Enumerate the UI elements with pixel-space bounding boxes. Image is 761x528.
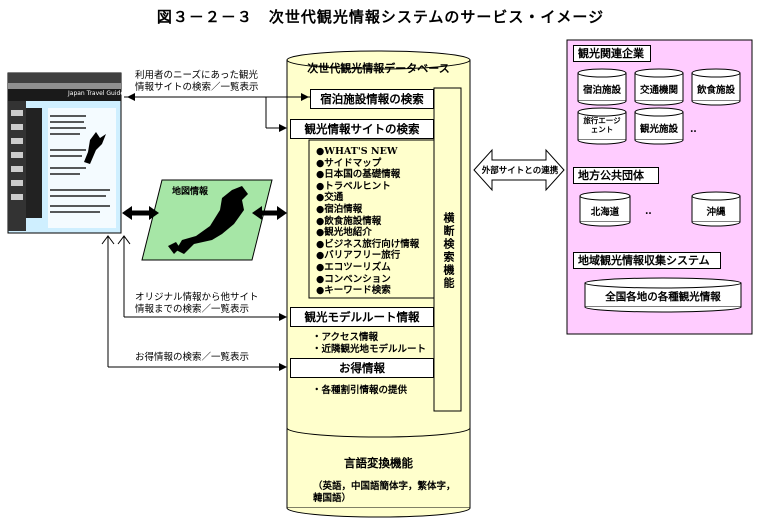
database-title: 次世代観光情報データベース xyxy=(307,62,450,75)
list-item: ・アクセス情報 xyxy=(312,332,379,343)
map-image xyxy=(141,179,273,261)
list-item: ●日本国の基礎情報 xyxy=(316,169,401,181)
local-gov-okinawa: 沖縄 xyxy=(706,207,726,218)
route-items: ・アクセス情報 ・近隣観光地モデルルート xyxy=(312,332,426,356)
local-gov-etc: ‥ xyxy=(645,206,652,217)
list-item: ●エコツーリズム xyxy=(316,261,391,273)
map-arrows xyxy=(122,206,287,220)
collection-db: 全国各地の各種観光情報 xyxy=(605,291,721,303)
note-deals-search: お得情報の検索／一覧表示 xyxy=(135,352,250,363)
lodging-search-box: 宿泊施設情報の検索 xyxy=(310,89,434,109)
site-items-panel xyxy=(308,139,435,299)
site-items-list: ●WHAT'S NEW ●サイドマップ ●日本国の基礎情報 ●トラベルヒント ●… xyxy=(316,146,419,297)
list-item: ●ビジネス旅行向け情報 xyxy=(316,238,420,250)
cross-search-label: 横断検索機能 xyxy=(442,212,455,290)
list-item: ●飲食施設情報 xyxy=(316,215,382,227)
company-lodging: 宿泊施設 xyxy=(582,85,621,96)
company-attractions: 観光施設 xyxy=(639,124,678,135)
language-function: 言語変換機能 xyxy=(344,456,413,470)
language-note: （英語，中国語簡体字，繁体字，韓国語） xyxy=(313,481,456,504)
external-link-label: 外部サイトとの連携 xyxy=(481,166,559,176)
site-search-box: 観光情報サイトの検索 xyxy=(290,119,434,139)
list-item: ●交通 xyxy=(316,192,344,204)
list-item: ●キーワード検索 xyxy=(316,285,391,297)
local-gov-hokkaido: 北海道 xyxy=(590,207,620,218)
note-needs-search: 利用者のニーズにあった観光情報サイトの検索／一覧表示 xyxy=(135,70,259,93)
model-route-box: 観光モデルルート情報 xyxy=(290,307,434,327)
list-item: ●バリアフリー旅行 xyxy=(316,250,401,262)
list-item: ●コンベンション xyxy=(316,273,391,285)
companies-title: 観光関連企業 xyxy=(573,45,651,62)
list-item: ・近隣観光地モデルルート xyxy=(312,344,427,355)
collection-system-title: 地域観光情報収集システム xyxy=(573,252,721,269)
map-label: 地図情報 xyxy=(172,187,209,197)
list-item: ●WHAT'S NEW xyxy=(316,146,398,157)
browser-window xyxy=(7,72,122,234)
external-link-arrow xyxy=(473,148,565,192)
list-item: ●宿泊情報 xyxy=(316,203,363,215)
browser-brand: Japan Travel Guide xyxy=(68,90,125,97)
local-gov-title: 地方公共団体 xyxy=(573,167,659,184)
deals-box: お得情報 xyxy=(290,358,434,378)
list-item: ●トラベルヒント xyxy=(316,180,391,192)
deal-items: ・各種割引情報の提供 xyxy=(312,385,408,396)
company-cylinders xyxy=(577,68,742,313)
figure-title: 図３－２－３ 次世代観光情報システムのサービス・イメージ xyxy=(156,8,605,26)
note-original-search: オリジナル情報から他サイト情報までの検索／一覧表示 xyxy=(135,292,259,315)
list-item: ●観光地紹介 xyxy=(316,227,372,239)
companies-etc: ‥ xyxy=(690,124,697,135)
list-item: ●サイドマップ xyxy=(316,157,382,169)
company-dining: 飲食施設 xyxy=(696,85,735,96)
company-transport: 交通機関 xyxy=(639,85,678,96)
company-travel-agent: 旅行エージェント xyxy=(583,116,621,134)
cross-search-column xyxy=(433,87,462,412)
